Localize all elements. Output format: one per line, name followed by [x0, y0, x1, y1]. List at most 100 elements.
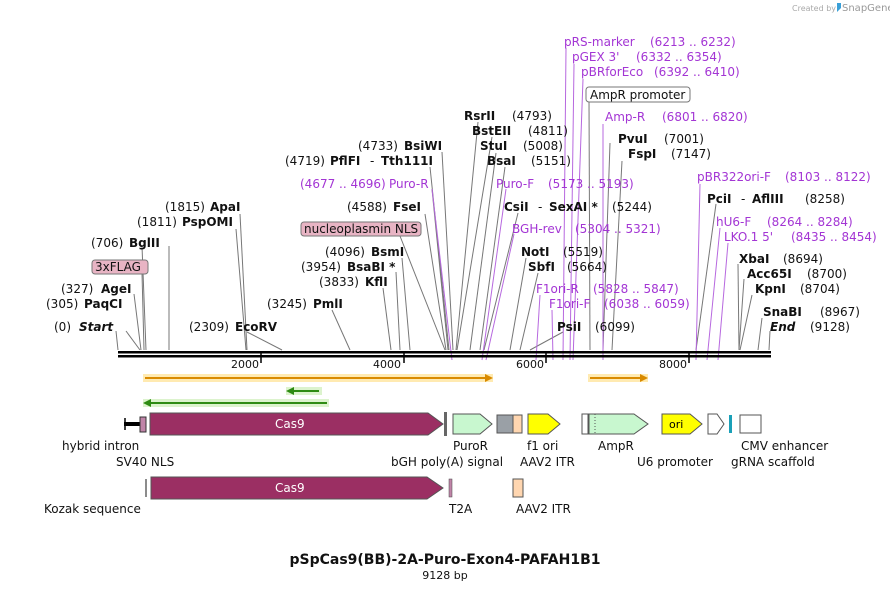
svg-text:(5244): (5244) — [612, 200, 652, 214]
feature-grey-block — [496, 414, 514, 434]
svg-text:(8700): (8700) — [807, 267, 847, 281]
label-puror: PuroR — [453, 439, 488, 453]
svg-text:EcoRV: EcoRV — [235, 320, 278, 334]
svg-text:AmpR promoter: AmpR promoter — [590, 88, 685, 102]
svg-text:BsmI: BsmI — [371, 245, 404, 259]
svg-text:FspI: FspI — [628, 147, 656, 161]
svg-text:(6213 .. 6232): (6213 .. 6232) — [650, 35, 736, 49]
svg-text:SnaBI: SnaBI — [763, 305, 802, 319]
svg-text:Start: Start — [79, 320, 114, 334]
feature-label-ampr-promoter: AmpR promoter — [585, 86, 691, 103]
primer-prs-marker: pRS-marker (6213 .. 6232) — [564, 35, 736, 49]
svg-text:KflI: KflI — [365, 275, 388, 289]
svg-text:(8967): (8967) — [820, 305, 860, 319]
site-pvui: PvuI (7001) — [618, 132, 704, 146]
primer-pgex-3: pGEX 3' (6332 .. 6354) — [572, 50, 722, 64]
svg-text:XbaI: XbaI — [739, 252, 769, 266]
orf-orange-2 — [588, 374, 648, 382]
site-pcii-afliii: PciI - AflIII (8258) — [707, 192, 845, 206]
feature-puror-arrow — [452, 413, 493, 435]
map-subtitle: 9128 bp — [422, 569, 467, 582]
site-bsai: BsaI (5151) — [487, 154, 571, 168]
feature-label-3xflag: 3xFLAG — [91, 259, 149, 275]
site-bsmi: (4096) BsmI — [325, 245, 404, 259]
primer-f1ori-r: F1ori-R (5828 .. 5847) — [536, 282, 679, 296]
site-start: (0) Start — [54, 320, 114, 334]
svg-text:(6038 .. 6059): (6038 .. 6059) — [604, 297, 690, 311]
site-fspi: FspI (7147) — [628, 147, 711, 161]
feature-small-nls — [139, 416, 147, 433]
label-sv40-nls: SV40 NLS — [116, 455, 174, 469]
svg-text:(0): (0) — [54, 320, 71, 334]
site-paqci: (305) PaqCI — [46, 297, 122, 311]
feature-cas9: Cas9 — [149, 412, 444, 436]
tick-label-6000: 6000 — [516, 358, 544, 371]
label-grna-scaffold: gRNA scaffold — [731, 455, 815, 469]
svg-text:Cas9: Cas9 — [275, 417, 305, 431]
svg-text:CsiI: CsiI — [504, 200, 529, 214]
site-acc65i: Acc65I (8700) — [747, 267, 847, 281]
tick-label-2000: 2000 — [231, 358, 259, 371]
svg-text:(5519): (5519) — [563, 245, 603, 259]
site-noti: NotI (5519) — [521, 245, 603, 259]
site-csii-sexai: CsiI - SexAI * (5244) — [504, 200, 652, 214]
label-f1-ori: f1 ori — [527, 439, 558, 453]
site-bglii: (706) BglII — [91, 236, 160, 250]
label-ampr: AmpR — [598, 439, 634, 453]
svg-text:NotI: NotI — [521, 245, 550, 259]
svg-text:pBR322ori-F: pBR322ori-F — [697, 170, 771, 184]
label-kozak-sequence: Kozak sequence — [44, 502, 141, 516]
primer-lko1-5: LKO.1 5' (8435 .. 8454) — [724, 230, 877, 244]
svg-text:(1815): (1815) — [165, 200, 205, 214]
svg-text:(6099): (6099) — [595, 320, 635, 334]
svg-text:F1ori-F: F1ori-F — [549, 297, 590, 311]
svg-text:(2309): (2309) — [189, 320, 229, 334]
primer-pbr322ori-f: pBR322ori-F (8103 .. 8122) — [697, 170, 871, 184]
map-title: pSpCas9(BB)-2A-Puro-Exon4-PAFAH1B1 — [289, 552, 600, 568]
label-t2a: T2A — [448, 502, 473, 516]
leader-lines — [115, 99, 771, 351]
svg-text:pRS-marker: pRS-marker — [564, 35, 635, 49]
svg-text:End: End — [770, 320, 796, 334]
tick-label-8000: 8000 — [659, 358, 687, 371]
svg-text:AflIII: AflIII — [752, 192, 784, 206]
primer-puro-f: Puro-F (5173 .. 5193) — [496, 177, 634, 191]
site-sbfi: SbfI (5664) — [528, 260, 607, 274]
feature-cmv-left-stub — [124, 418, 140, 430]
svg-text:(8435 .. 8454): (8435 .. 8454) — [791, 230, 877, 244]
primer-puro-r: (4677 .. 4696) Puro-R — [300, 177, 429, 191]
svg-text:(3954): (3954) — [301, 260, 341, 274]
svg-text:StuI: StuI — [480, 139, 507, 153]
svg-text:Tth111I: Tth111I — [381, 154, 433, 168]
svg-text:PciI: PciI — [707, 192, 732, 206]
svg-text:pBRforEco: pBRforEco — [581, 65, 643, 79]
svg-text:Puro-F: Puro-F — [496, 177, 534, 191]
feature-cas9-row2: Cas9 — [150, 476, 444, 500]
svg-text:(9128): (9128) — [810, 320, 850, 334]
svg-text:(4811): (4811) — [528, 124, 568, 138]
svg-text:(4793): (4793) — [512, 109, 552, 123]
primer-bgh-rev: BGH-rev (5304 .. 5321) — [512, 222, 661, 236]
svg-text:(6801 .. 6820): (6801 .. 6820) — [662, 110, 748, 124]
label-hybrid-intron: hybrid intron — [62, 439, 139, 453]
tick-label-4000: 4000 — [373, 358, 401, 371]
svg-text:(4719): (4719) — [285, 154, 325, 168]
svg-text:PaqCI: PaqCI — [84, 297, 122, 311]
svg-text:nucleoplasmin NLS: nucleoplasmin NLS — [304, 222, 418, 236]
svg-text:SbfI: SbfI — [528, 260, 555, 274]
svg-text:(305): (305) — [46, 297, 78, 311]
svg-text:(5828 .. 5847): (5828 .. 5847) — [593, 282, 679, 296]
site-bsteii: BstEII (4811) — [472, 124, 568, 138]
site-snabi: SnaBI (8967) — [763, 305, 860, 319]
feature-f1ori-arrow — [527, 413, 561, 435]
svg-text:Amp-R: Amp-R — [605, 110, 645, 124]
orf-orange-1 — [143, 374, 493, 382]
svg-text:BsiWI: BsiWI — [404, 139, 442, 153]
svg-text:ApaI: ApaI — [210, 200, 240, 214]
primer-pbrforeco: pBRforEco (6392 .. 6410) — [581, 65, 740, 79]
primer-f1ori-f: F1ori-F (6038 .. 6059) — [549, 297, 690, 311]
feature-u6-arrow — [707, 413, 725, 435]
svg-text:(8103 .. 8122): (8103 .. 8122) — [785, 170, 871, 184]
svg-text:AgeI: AgeI — [101, 282, 131, 296]
svg-text:(4733): (4733) — [358, 139, 398, 153]
